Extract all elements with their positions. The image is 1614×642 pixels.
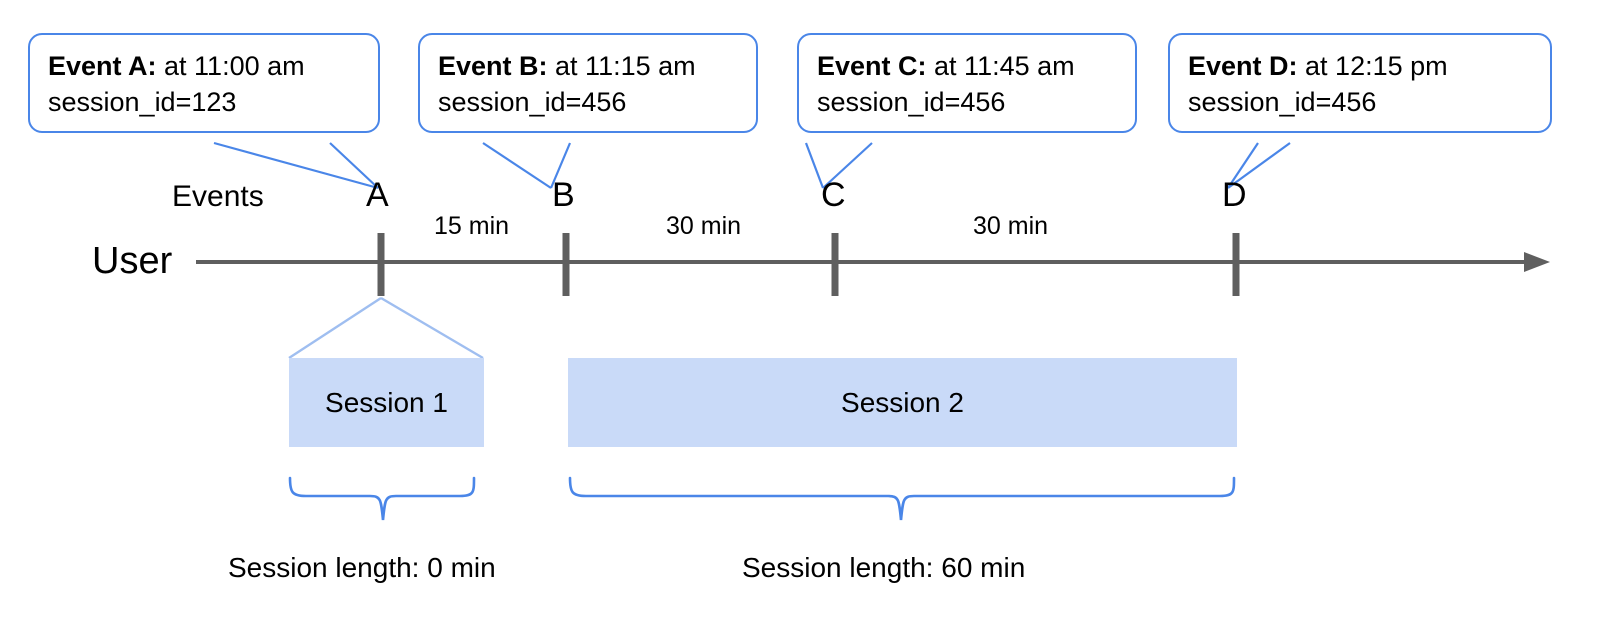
callout-a-session: session_id=123 [48, 86, 237, 117]
event-letter-b: B [552, 176, 575, 214]
gap-label-ab: 15 min [434, 212, 510, 240]
event-letter-d: D [1222, 176, 1247, 214]
event-letter-a: A [366, 176, 389, 214]
callout-c-session: session_id=456 [817, 86, 1006, 117]
event-letter-c: C [821, 176, 846, 214]
gap-label-bc: 30 min [666, 212, 742, 240]
callout-b-title: Event B: [438, 51, 548, 81]
timeline-axis [196, 252, 1550, 272]
axis-label-events: Events [172, 180, 264, 213]
callout-event-d[interactable]: Event D: at 12:15 pm session_id=456 [1168, 33, 1552, 133]
callout-a-title: Event A: [48, 51, 157, 81]
brace-session-1 [288, 476, 476, 521]
leader-b [482, 142, 572, 189]
callout-c-time: at 11:45 am [926, 51, 1075, 81]
gap-label-cd: 30 min [973, 212, 1049, 240]
session-2-length-label: Session length: 60 min [742, 552, 1026, 583]
axis-label-user: User [92, 240, 173, 282]
leader-c [804, 142, 873, 189]
callout-leaders [213, 141, 1291, 190]
leader-a [213, 141, 379, 190]
session1-funnel [288, 296, 484, 360]
callout-b-time: at 11:15 am [547, 51, 696, 81]
session-bar-1-label: Session 1 [325, 386, 448, 418]
callout-d-title: Event D: [1188, 51, 1298, 81]
callout-a-time: at 11:00 am [156, 51, 305, 81]
session-bar-2-label: Session 2 [841, 386, 964, 418]
event-ticks [377, 233, 1240, 296]
callout-event-b[interactable]: Event B: at 11:15 am session_id=456 [418, 33, 758, 133]
session-bar-1[interactable]: Session 1 [289, 358, 484, 447]
callout-c-title: Event C: [817, 51, 927, 81]
callout-b-session: session_id=456 [438, 86, 627, 117]
session-1-length-label: Session length: 0 min [228, 552, 496, 583]
callout-event-a[interactable]: Event A: at 11:00 am session_id=123 [28, 33, 380, 133]
leader-d [1227, 142, 1291, 189]
callout-event-c[interactable]: Event C: at 11:45 am session_id=456 [797, 33, 1137, 133]
brace-session-2 [568, 476, 1236, 521]
session-bar-2[interactable]: Session 2 [568, 358, 1237, 447]
callout-d-session: session_id=456 [1188, 86, 1377, 117]
callout-d-time: at 12:15 pm [1297, 51, 1448, 81]
